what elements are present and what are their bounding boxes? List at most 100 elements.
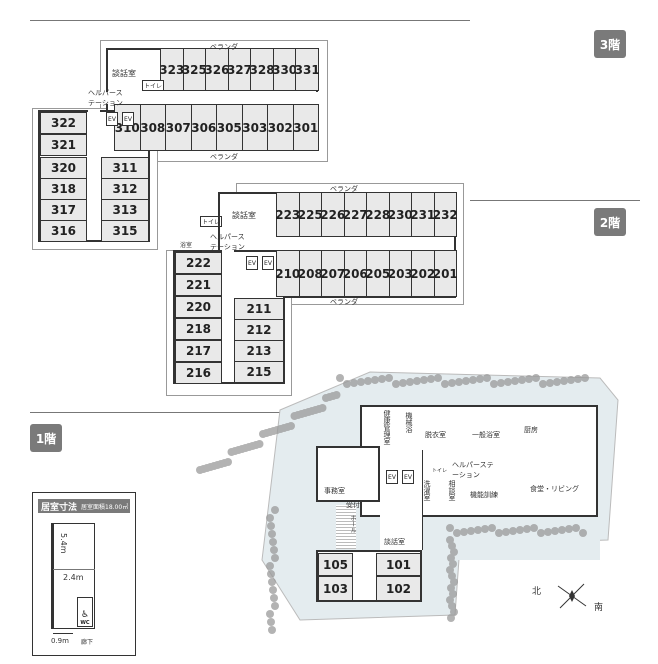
floor1-elevator: EV — [386, 470, 398, 484]
tree-mark — [399, 379, 407, 387]
tree-mark — [255, 440, 264, 448]
floor2-toilet: トイレ — [200, 216, 223, 227]
floor2-divider — [470, 200, 640, 201]
compass-north: 北 — [532, 587, 542, 597]
room-310: 310 — [114, 104, 141, 151]
tree-mark — [448, 379, 456, 387]
floor3-veranda-top: ベランダ — [210, 43, 238, 51]
floor1-elevator: EV — [402, 470, 414, 484]
floor2-veranda-top: ベランダ — [330, 185, 358, 193]
consultation-label: 相談室 — [448, 480, 456, 501]
tree-mark — [420, 376, 428, 384]
legend-wc: ♿ WC — [77, 597, 93, 627]
tree-mark — [581, 374, 589, 382]
floor2-lounge: 談話室 — [232, 211, 256, 220]
tree-mark — [287, 422, 295, 430]
tree-mark — [269, 538, 277, 546]
tree-mark — [539, 380, 547, 388]
tree-mark — [447, 614, 455, 622]
tree-mark — [497, 379, 505, 387]
tree-mark — [270, 594, 278, 602]
room-210: 210 — [275, 250, 300, 297]
health-room-label: 健康管理室 — [383, 410, 391, 445]
tree-mark — [357, 378, 365, 386]
legend-door: 0.9m — [51, 637, 69, 645]
floor2-elevator: EV — [246, 256, 258, 270]
kitchen-label: 厨房 — [524, 426, 538, 434]
tree-mark — [495, 529, 503, 537]
tree-mark — [518, 376, 526, 384]
hall-label: ホール — [349, 515, 356, 533]
room-301: 301 — [292, 104, 319, 151]
tree-mark — [509, 527, 517, 535]
room-102: 102 — [376, 576, 421, 601]
tree-mark — [266, 514, 274, 522]
tree-mark — [413, 377, 421, 385]
floor3-corridor-main — [100, 92, 318, 104]
tree-mark — [267, 570, 275, 578]
tree-mark — [467, 527, 475, 535]
tree-mark — [269, 586, 277, 594]
room-307: 307 — [165, 104, 192, 151]
floor1-badge: 1階 — [30, 424, 62, 452]
compass-south: 南 — [594, 603, 604, 613]
tree-mark — [532, 374, 540, 382]
tree-mark — [474, 526, 482, 534]
room-size-legend: 居室寸法 居室面積18.00㎡ 5.4m 2.4m ♿ WC 0.9m 廊下 — [32, 492, 136, 656]
floor2-corridor — [222, 250, 234, 382]
room-321: 321 — [40, 134, 87, 156]
tree-mark — [579, 529, 587, 537]
tree-mark — [553, 378, 561, 386]
tree-mark — [502, 528, 510, 536]
compass-icon — [557, 583, 587, 609]
floor2-bath: 浴室 — [180, 242, 193, 249]
tree-mark — [318, 404, 327, 412]
tree-mark — [266, 610, 274, 618]
floor1-office-block — [316, 446, 380, 502]
tree-mark — [537, 529, 545, 537]
laundry-label: 洗濯室 — [423, 480, 431, 501]
room-316: 316 — [40, 220, 87, 242]
wheelchair-icon: ♿ — [80, 610, 90, 620]
tree-mark — [271, 506, 279, 514]
floor2-helper-station: ヘルパーステーション — [210, 233, 245, 251]
tree-mark — [516, 526, 524, 534]
tree-mark — [565, 525, 573, 533]
floor1-hall-floor — [336, 505, 356, 549]
floor2-corridor-main — [234, 237, 454, 249]
floor2-badge: 2階 — [594, 208, 626, 236]
tree-mark — [332, 391, 341, 399]
room-315: 315 — [101, 220, 149, 242]
room-218: 218 — [175, 318, 222, 340]
functional-training-label: 機能訓練 — [470, 491, 498, 499]
tree-mark — [574, 375, 582, 383]
tree-mark — [450, 548, 458, 556]
tree-mark — [336, 374, 344, 382]
floor3-badge: 3階 — [594, 30, 626, 58]
floor1-lounge-area — [380, 450, 423, 550]
tree-mark — [267, 522, 275, 530]
tree-mark — [530, 524, 538, 532]
tree-mark — [350, 379, 358, 387]
tree-mark — [523, 525, 531, 533]
floor3-elevator: EV — [122, 112, 134, 126]
tree-mark — [441, 380, 449, 388]
tree-mark — [483, 374, 491, 382]
tree-mark — [392, 380, 400, 388]
tree-mark — [572, 524, 580, 532]
legend-divider — [53, 569, 95, 570]
tree-mark — [449, 560, 457, 568]
tree-mark — [268, 530, 276, 538]
floor1-helper-station: ヘルパーステーション — [452, 461, 494, 479]
tree-mark — [511, 377, 519, 385]
room-220: 220 — [175, 296, 222, 318]
tree-mark — [406, 378, 414, 386]
tree-mark — [266, 562, 274, 570]
tree-mark — [343, 380, 351, 388]
tree-mark — [490, 380, 498, 388]
room-216: 216 — [175, 362, 222, 384]
room-208: 208 — [298, 250, 323, 297]
floor3-veranda-bottom: ベランダ — [210, 153, 238, 161]
tree-mark — [504, 378, 512, 386]
